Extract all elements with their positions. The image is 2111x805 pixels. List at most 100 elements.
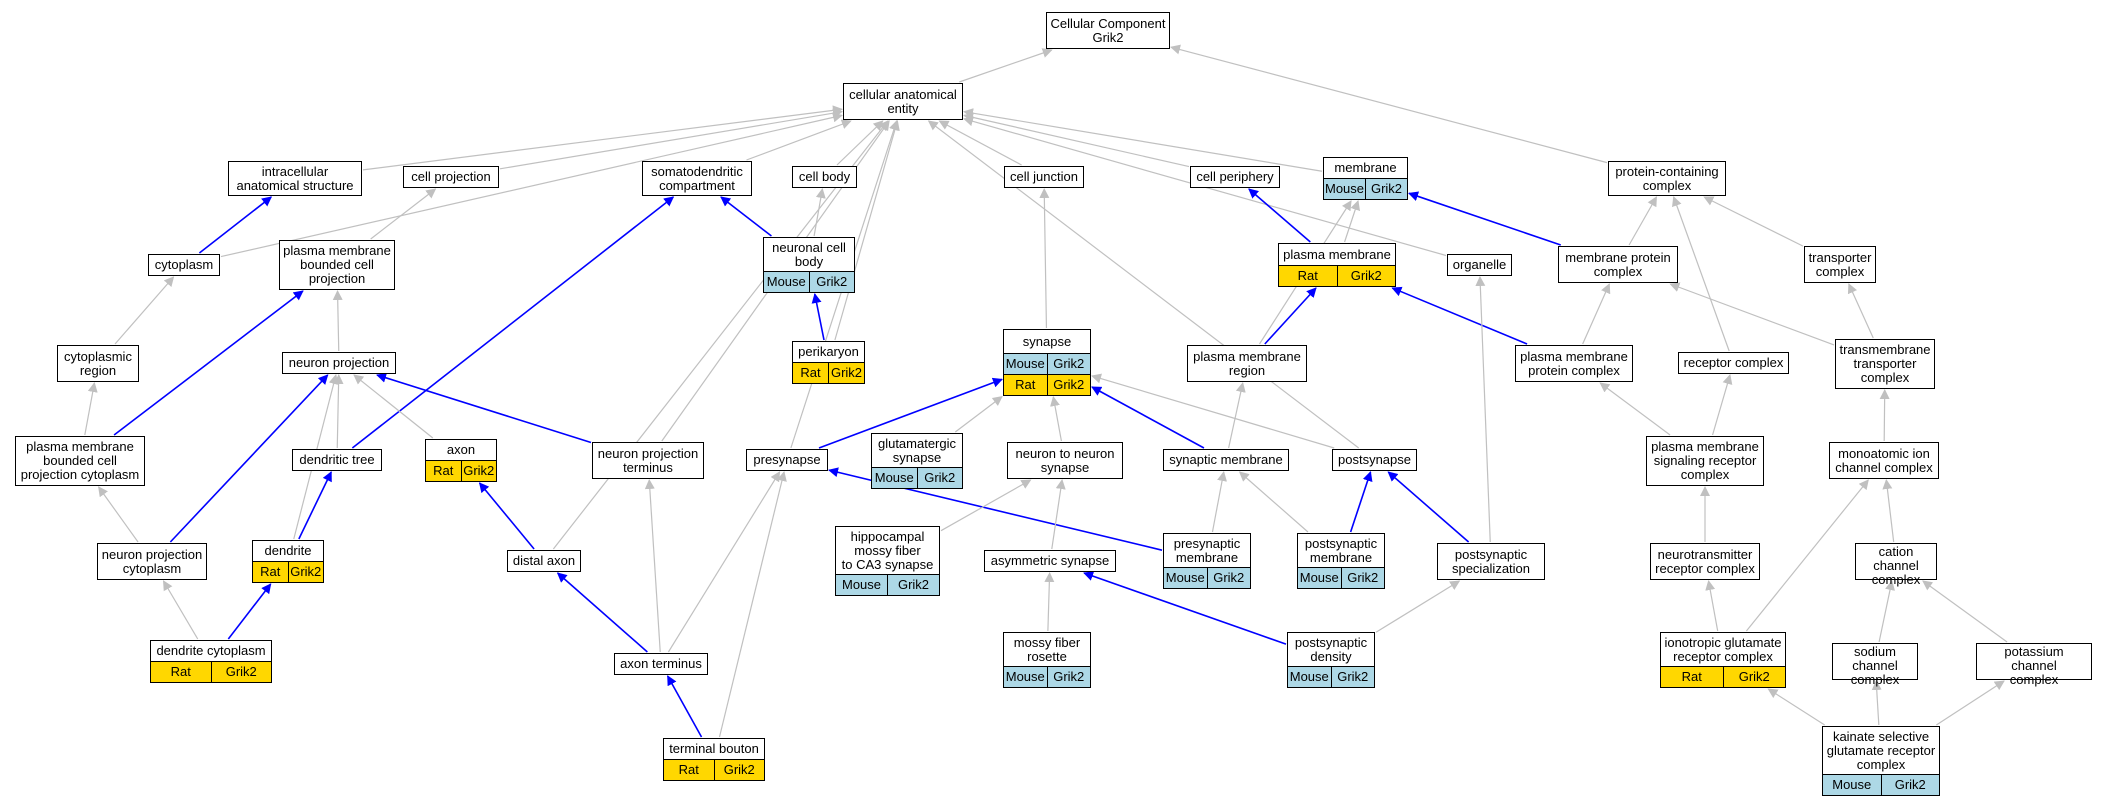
node-label: somatodendritic compartment [651,163,743,193]
gene-tag: Grik2 [887,575,939,595]
node-label: plasma membrane region [1193,348,1301,378]
organism-tag: Mouse [1832,777,1872,792]
node-label: axon [446,442,476,457]
organism-tag: Mouse [1005,356,1045,371]
node-label: membrane protein complex [1565,249,1671,279]
annotation-row: Rat Grik2 [151,661,271,682]
node-label: cell junction [1010,169,1078,184]
edge-pmsrc-to-receptor [1711,374,1733,436]
edge-presynapse-to-synapse [818,377,1003,449]
node-label: dendrite [264,543,312,558]
edge-cytoplasm-to-cae [220,112,843,258]
node-receptor: receptor complex [1678,352,1789,374]
edge-axterm-to-distaxon [556,572,648,653]
organism-tag: Rat [433,463,454,478]
edge-postspec-to-postsynapse [1387,471,1470,543]
edge-pmbcpc-to-pmbcp [113,290,304,436]
node-cregion: cytoplasmic region [57,345,139,382]
edge-dtree-to-sdc [351,196,675,449]
gene-tag: Grik2 [287,562,324,582]
gene-tag: Grik2 [828,363,864,383]
node-presynapse: presynapse [746,449,828,471]
edge-perikaryon-to-ncb [811,293,825,341]
edge-pmbcpc-to-cregion [84,382,98,436]
node-label: postsynaptic density [1294,634,1368,664]
annotation-row: Rat Grik2 [793,362,864,383]
node-kainate: kainate selective glutamate receptor com… [1822,726,1940,796]
gene-tag: Grik2 [1722,667,1786,687]
edge-dtree-to-nproj [333,374,344,449]
edge-distaxon-to-axon [478,482,535,550]
edge-ias-to-cae [362,105,843,171]
edge-cperi-to-cae [963,112,1190,168]
edge-cproj-to-cae [499,108,843,170]
node-pmbcp: plasma membrane bounded cell projection [279,240,395,290]
node-label: postsynapse [1338,452,1411,467]
node-kcc: potassium channel complex [1976,643,2092,687]
node-pmsrc: plasma membrane signaling receptor compl… [1646,436,1764,486]
annotation-row: Mouse Grik2 [1823,774,1939,795]
node-label: protein-containing complex [1615,163,1719,193]
organism-tag: Rat [260,564,281,579]
node-label: cation channel complex [1871,544,1921,587]
edge-mpc-to-pcc [1628,196,1657,246]
node-label: hippocampal mossy fiber to CA3 synapse [841,528,934,572]
node-label: presynapse [753,452,821,467]
node-ias: intracellular anatomical structure [228,161,362,196]
edge-kainate-to-kcc [1936,680,2005,726]
node-organelle: organelle [1447,254,1512,276]
organism-tag: Mouse [874,470,914,485]
organism-tag: Mouse [766,274,806,289]
node-pcc: protein-containing complex [1608,161,1726,196]
edge-n2n-to-synapse [1050,396,1063,442]
edge-asym-to-n2n [1051,479,1066,550]
edge-psd-to-asym [1083,571,1287,645]
edge-postmem-to-postsynapse [1349,471,1373,533]
organism-tag: Rat [170,664,191,679]
node-cae: cellular anatomical entity [843,83,963,120]
edge-postsynapse-to-synapse [1091,373,1335,449]
node-nproj: neuron projection [282,352,396,374]
node-label: asymmetric synapse [990,553,1110,568]
edge-npcyto-to-nproj [169,374,329,543]
node-label: transmembrane transporter complex [1839,342,1931,385]
node-pmbcpc: plasma membrane bounded cell projection … [15,436,145,486]
organism-tag: Mouse [1165,570,1205,585]
edge-pmregion-to-pm [1264,287,1317,345]
node-label: membrane [1334,160,1397,175]
node-axterm: axon terminus [614,653,708,675]
node-npterm: neuron projection terminus [592,442,704,479]
node-label: cytoplasm [154,257,214,272]
node-label: mossy fiber rosette [1013,634,1081,664]
organism-tag: Rat [800,365,821,380]
edge-npterm-to-nproj [376,372,592,444]
node-ntrc: neurotransmitter receptor complex [1650,543,1760,580]
gene-tag: Grik2 [210,662,272,682]
node-asym: asymmetric synapse [984,550,1116,572]
edge-ncb-to-cbody [813,188,826,237]
edge-scc-to-ccc [1878,580,1895,643]
node-label: terminal bouton [669,741,759,756]
organism-tag: Mouse [1324,181,1365,196]
edge-sdc-to-cae [746,119,852,161]
node-label: neuron projection cytoplasm [101,546,203,576]
gene-tag: Grik2 [1880,775,1940,795]
edge-transporter-to-pcc [1703,196,1804,247]
edge-membrane-to-cae [963,108,1323,172]
edge-glusyn-to-synapse [954,395,1003,433]
